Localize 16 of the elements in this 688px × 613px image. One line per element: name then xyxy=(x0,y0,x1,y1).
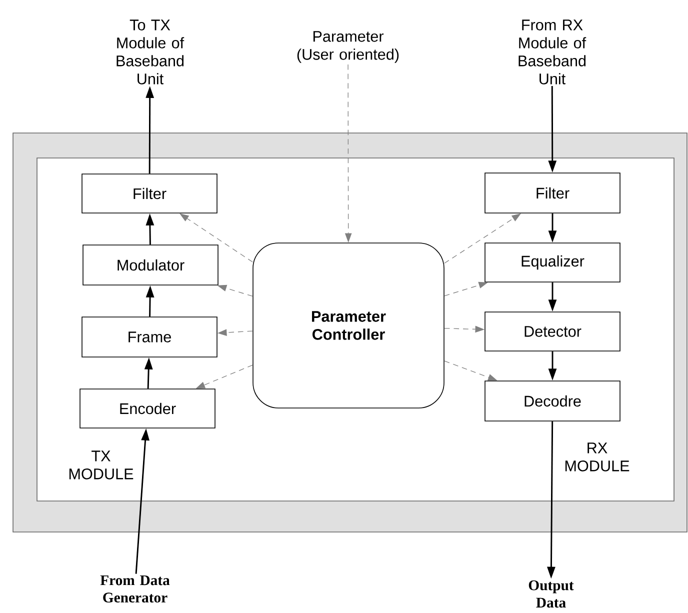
controller-box: Parameter Controller xyxy=(252,242,444,408)
process-box: Encoder xyxy=(80,388,216,428)
process-box: Frame xyxy=(82,316,218,358)
io-label: To TX Module of Baseband Unit xyxy=(116,20,184,84)
io-label: From Data Generator xyxy=(100,575,170,603)
io-label: From RX Module of Baseband Unit xyxy=(518,20,586,84)
module-label: RX MODULE xyxy=(565,442,630,472)
io-label: Output Data xyxy=(528,580,574,608)
process-box: Detector xyxy=(484,312,620,352)
process-box: Equalizer xyxy=(484,242,620,282)
io-label: Parameter (User oriented) xyxy=(297,31,399,63)
module-label: TX MODULE xyxy=(69,450,134,480)
process-box: Decodre xyxy=(484,380,620,422)
process-box: Filter xyxy=(484,172,620,214)
process-box: Filter xyxy=(82,174,218,214)
process-box: Modulator xyxy=(82,244,218,286)
